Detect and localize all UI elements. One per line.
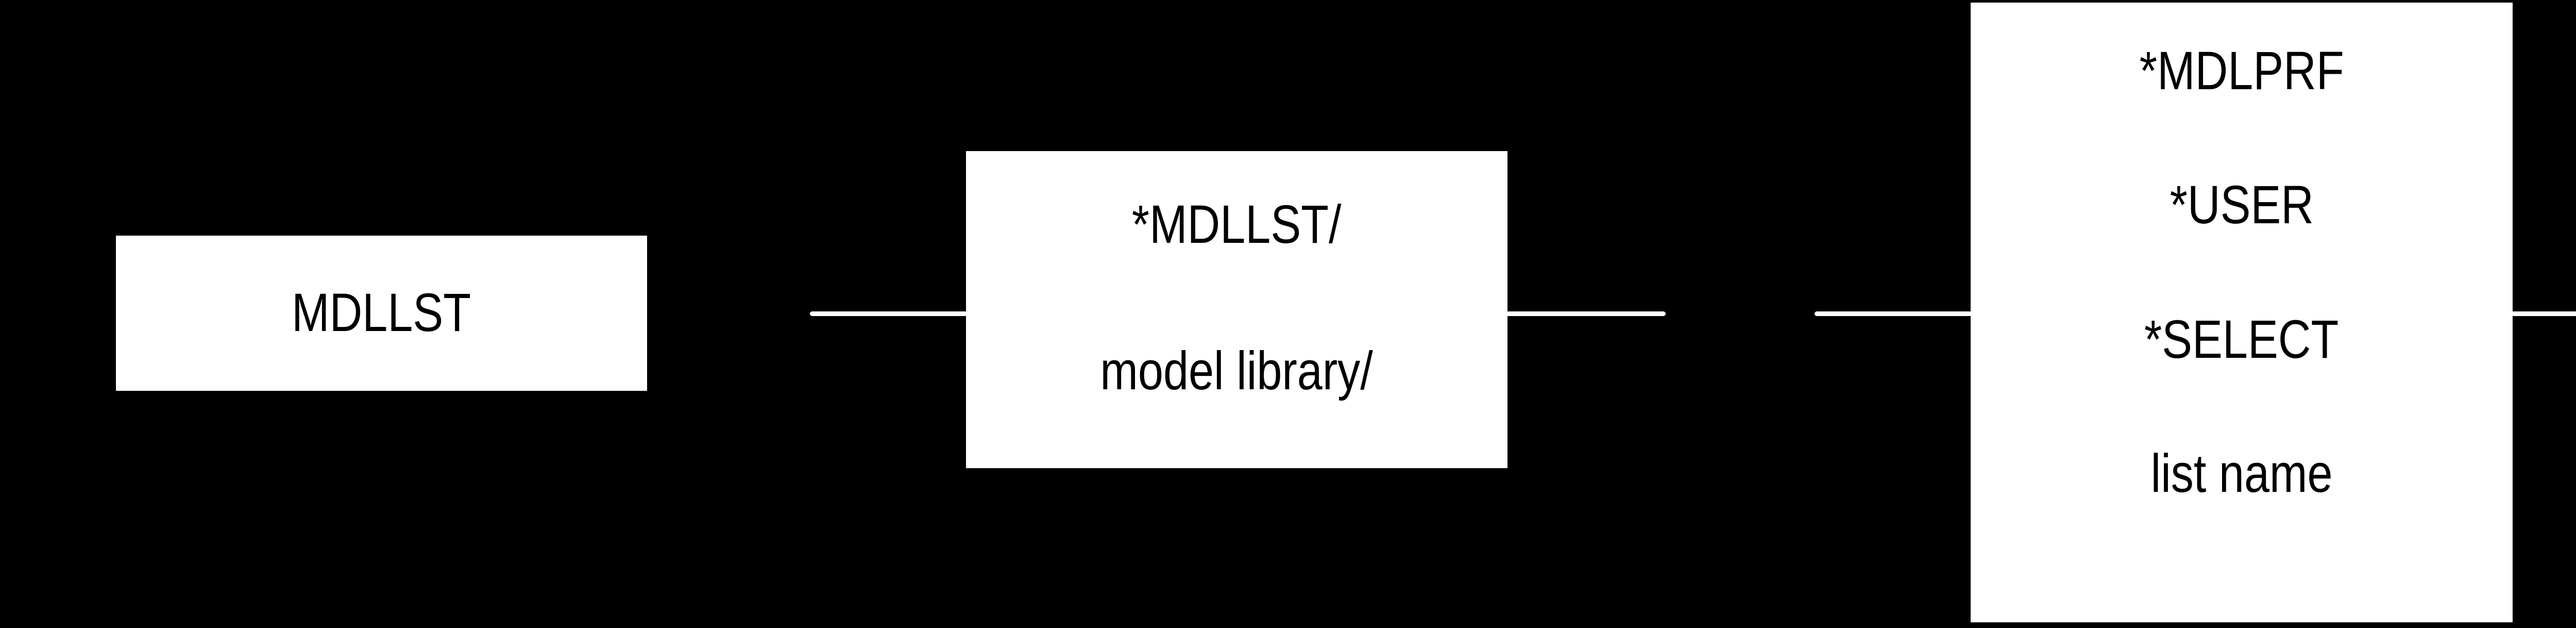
node-label-list-name: list name bbox=[2150, 443, 2333, 504]
node-label-select: *SELECT bbox=[2144, 309, 2339, 370]
connector-line-3 bbox=[1815, 311, 1972, 316]
node-label-model-library: model library/ bbox=[1100, 341, 1374, 402]
node-box-mdllst-library: *MDLLST/ model library/ bbox=[966, 151, 1507, 468]
node-label-mdlprf: *MDLPRF bbox=[2139, 41, 2344, 101]
node-box-mdlprf-values: *MDLPRF *USER *SELECT list name bbox=[1971, 3, 2513, 622]
node-label-user: *USER bbox=[2170, 175, 2314, 236]
connector-line-1 bbox=[810, 311, 968, 316]
node-label-mdllst: MDLLST bbox=[292, 283, 471, 343]
node-label-mdllst-slash: *MDLLST/ bbox=[1132, 194, 1342, 255]
node-box-mdllst-keyword: MDLLST bbox=[116, 236, 647, 391]
connector-line-4 bbox=[2511, 311, 2576, 316]
connector-line-2 bbox=[1506, 311, 1666, 316]
